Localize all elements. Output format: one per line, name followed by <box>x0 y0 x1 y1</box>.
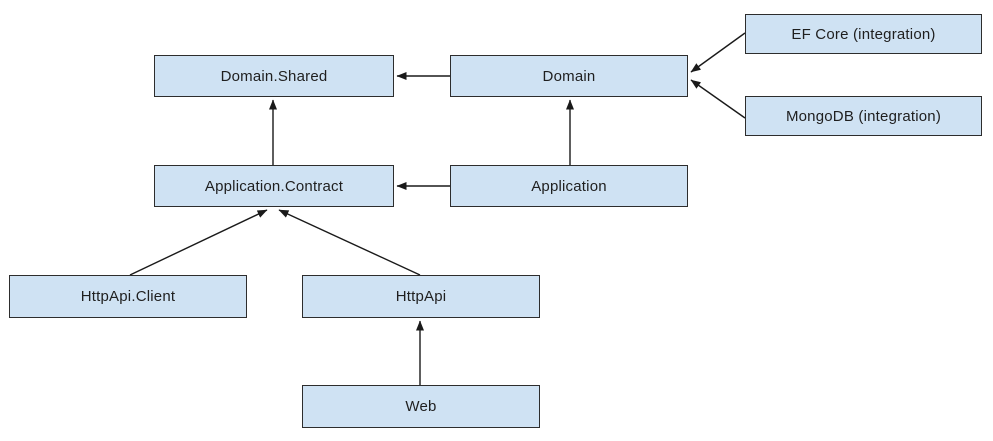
node-label: Domain <box>542 67 596 85</box>
node-httpapi: HttpApi <box>302 275 540 318</box>
node-domain: Domain <box>450 55 688 97</box>
node-application-contract: Application.Contract <box>154 165 394 207</box>
node-label: MongoDB (integration) <box>785 107 942 125</box>
node-label: Application.Contract <box>204 177 344 195</box>
node-label: EF Core (integration) <box>791 25 936 43</box>
node-domain-shared: Domain.Shared <box>154 55 394 97</box>
edge-httpapi-to-application_contract <box>278 209 421 276</box>
node-label: Web <box>405 398 437 415</box>
node-label: Application <box>531 177 607 195</box>
node-label: Domain.Shared <box>220 67 328 85</box>
node-web: Web <box>302 385 540 428</box>
node-label: HttpApi <box>395 288 447 305</box>
node-label: HttpApi.Client <box>80 288 176 305</box>
node-mongodb-integration: MongoDB (integration) <box>745 96 982 136</box>
edge-httpapi_client-to-application_contract <box>129 209 268 276</box>
edge-mongodb-to-domain <box>690 79 746 119</box>
edge-ef_core-to-domain <box>690 32 746 73</box>
node-httpapi-client: HttpApi.Client <box>9 275 247 318</box>
node-application: Application <box>450 165 688 207</box>
node-ef-core-integration: EF Core (integration) <box>745 14 982 54</box>
